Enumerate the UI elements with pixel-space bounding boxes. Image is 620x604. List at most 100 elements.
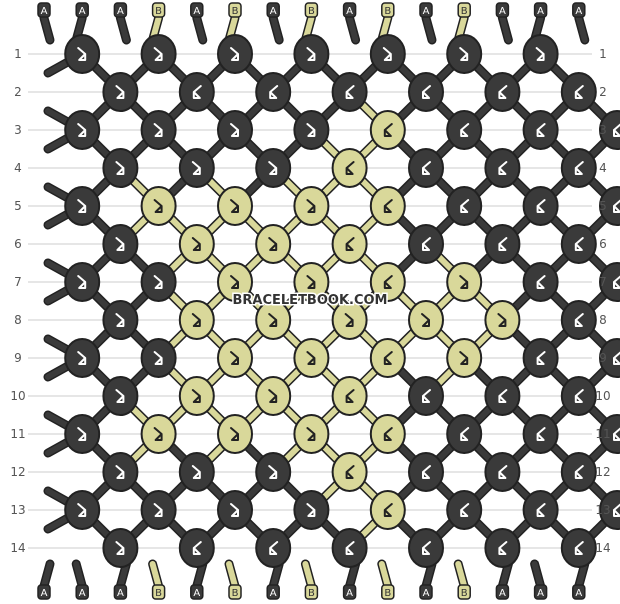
knot-color-b [293, 262, 330, 302]
backward-forward-knot-icon [345, 541, 355, 555]
knot-body [369, 34, 406, 74]
forward-backward-knot-icon [77, 503, 87, 517]
knot-body [64, 490, 101, 530]
backward-forward-knot-icon [536, 427, 546, 441]
forward-backward-knot-icon [77, 351, 87, 365]
knot-body [255, 300, 292, 340]
knot-body [599, 262, 620, 302]
knot-body [255, 376, 292, 416]
bottom-tip-marker [572, 584, 586, 600]
forward-backward-knot-icon [153, 47, 163, 61]
knot-body [484, 224, 521, 264]
backward-forward-knot-icon [613, 503, 620, 517]
knot-color-a [446, 34, 483, 74]
knot-color-b [369, 110, 406, 150]
top-tip-label: A [537, 6, 544, 17]
knot-body [369, 186, 406, 226]
thread-segment [455, 561, 468, 589]
bottom-tip-label: A [117, 588, 124, 599]
top-tip-marker [495, 2, 510, 18]
knot-color-a [522, 262, 559, 302]
knot-body [484, 300, 521, 340]
knot-body [446, 414, 483, 454]
bottom-tip-label: A [575, 588, 582, 599]
knot-color-a [178, 452, 215, 492]
knot-color-a [64, 110, 101, 150]
backward-forward-knot-icon [498, 541, 508, 555]
knot-body [484, 528, 521, 568]
forward-backward-knot-icon [459, 275, 469, 289]
top-tip-marker [113, 2, 128, 18]
knot-body [522, 34, 559, 74]
knot-body [484, 452, 521, 492]
knot-body [178, 452, 215, 492]
bottom-tip-marker [75, 584, 89, 600]
backward-forward-knot-icon [460, 199, 470, 213]
knot-color-a [293, 110, 330, 150]
knot-body [217, 110, 253, 150]
knot-body [140, 338, 177, 378]
forward-backward-knot-icon [535, 47, 545, 61]
knot-body [64, 262, 101, 302]
forward-backward-knot-icon [306, 427, 316, 441]
row-label-left: 5 [14, 199, 22, 213]
row-label-left: 10 [10, 389, 25, 403]
knot-body [369, 490, 406, 530]
knot-color-b [217, 414, 253, 454]
knot-body [255, 452, 292, 492]
knot-color-b [446, 338, 483, 378]
knot-body [293, 338, 330, 378]
backward-forward-knot-icon [460, 503, 470, 517]
bottom-tip-label: A [270, 588, 277, 599]
forward-backward-knot-icon [344, 313, 354, 327]
knot-body [522, 490, 559, 530]
knot-body [293, 110, 330, 150]
knot-body [446, 34, 483, 74]
thread-segment [270, 561, 283, 589]
forward-backward-knot-icon [306, 351, 316, 365]
backward-forward-knot-icon [574, 389, 584, 403]
knot-body [64, 414, 101, 454]
knot-color-b [331, 148, 368, 188]
forward-backward-knot-icon [115, 541, 125, 555]
backward-forward-knot-icon [536, 275, 546, 289]
forward-backward-knot-icon [268, 237, 278, 251]
thread-segment [117, 561, 130, 589]
knot-color-b [293, 186, 330, 226]
knot-body [560, 300, 597, 340]
forward-backward-knot-icon [306, 199, 316, 213]
knot-body [178, 72, 215, 112]
bottom-tip-label: A [79, 588, 86, 599]
thread-segment [346, 561, 359, 589]
knot-body [369, 338, 406, 378]
forward-backward-knot-icon [306, 123, 316, 137]
bottom-tip-marker [228, 584, 242, 600]
forward-backward-knot-icon [153, 351, 163, 365]
row-label-right: 2 [599, 85, 607, 99]
knot-color-a [446, 110, 483, 150]
row-label-left: 3 [14, 123, 22, 137]
backward-forward-knot-icon [613, 275, 620, 289]
knot-body [255, 224, 292, 264]
knot-color-a [102, 300, 139, 340]
row-label-left: 11 [10, 427, 25, 441]
row-label-right: 1 [599, 47, 607, 61]
knot-body [102, 376, 139, 416]
forward-backward-knot-icon [191, 313, 201, 327]
knot-body [599, 490, 620, 530]
top-tip-marker [266, 2, 280, 18]
knot-body [446, 490, 483, 530]
knot-body [331, 148, 368, 188]
row-label-left: 9 [14, 351, 22, 365]
backward-forward-knot-icon [574, 85, 584, 99]
knot-body [599, 338, 620, 378]
row-label-right: 11 [595, 427, 610, 441]
knot-body [293, 414, 330, 454]
knot-body [522, 186, 559, 226]
top-tip-label: A [499, 6, 506, 17]
knot-color-a [293, 490, 330, 530]
knot-color-a [446, 414, 483, 454]
knot-body [64, 338, 101, 378]
knot-body [217, 414, 253, 454]
